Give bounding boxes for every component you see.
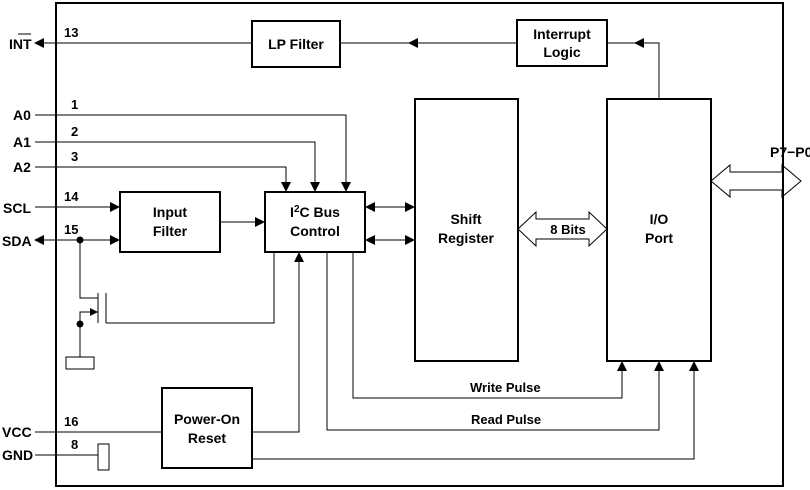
eight-bit-bus-label: 8 Bits bbox=[550, 222, 585, 237]
pin-label-int: INT bbox=[9, 36, 32, 52]
pin-label-sda: SDA bbox=[2, 233, 32, 249]
power-on-reset-block bbox=[161, 387, 253, 469]
pin-number-a1: 2 bbox=[71, 124, 78, 139]
interrupt-logic-label-line2: Logic bbox=[543, 44, 581, 60]
write-pulse-label: Write Pulse bbox=[470, 380, 541, 395]
i2c-shift-arrow-left-2-icon bbox=[365, 235, 375, 245]
read-pulse-wire bbox=[326, 252, 660, 431]
i2c-bus-control-block bbox=[264, 191, 366, 253]
io-port-label-line2: Port bbox=[645, 230, 673, 246]
pin-number-scl: 14 bbox=[64, 189, 79, 204]
input-filter-label-line2: Filter bbox=[153, 223, 188, 239]
por-to-i2c-arrow-icon bbox=[294, 252, 304, 262]
lp-filter-label: LP Filter bbox=[268, 36, 324, 52]
read-pulse-label: Read Pulse bbox=[471, 412, 541, 427]
gate-drive-wire bbox=[106, 252, 275, 324]
shift-register-label-line2: Register bbox=[438, 230, 495, 246]
pin-number-vcc: 16 bbox=[64, 414, 78, 429]
shift-register-block bbox=[414, 98, 519, 362]
i2c-shift-arrow-right-2-icon bbox=[405, 235, 415, 245]
device-outline bbox=[55, 2, 784, 487]
i2c-rest: C Bus bbox=[300, 204, 341, 220]
pin-number-sda: 15 bbox=[64, 222, 78, 237]
filter-to-i2c-arrow-icon bbox=[255, 217, 265, 227]
eight-bit-bus-arrow-icon bbox=[517, 210, 608, 248]
io-port-label-line1: I/O bbox=[650, 211, 669, 227]
int-arrow-out-icon bbox=[34, 38, 44, 48]
sda-ground-symbol-icon bbox=[65, 356, 95, 370]
interrupt-logic-label-line1: Interrupt bbox=[533, 26, 591, 42]
shift-register-label-line1: Shift bbox=[450, 211, 481, 227]
transistor-source-wire bbox=[79, 311, 98, 357]
interrupt-to-lp-arrow-icon bbox=[408, 38, 418, 48]
pin-label-vcc: VCC bbox=[2, 424, 32, 440]
write-pulse-wire bbox=[352, 252, 623, 399]
pin-label-a0: A0 bbox=[13, 107, 31, 123]
sda-drain-wire bbox=[79, 240, 98, 299]
io-to-interrupt-arrow-icon bbox=[634, 38, 644, 48]
pin-number-a0: 1 bbox=[71, 97, 78, 112]
pin-label-gnd: GND bbox=[2, 447, 33, 463]
i2c-bus-control-label-line1: I2C Bus bbox=[290, 204, 340, 220]
a2-arrow-icon bbox=[281, 182, 291, 192]
sda-arrow-out-icon bbox=[34, 235, 44, 245]
a1-wire bbox=[35, 141, 316, 182]
input-filter-block bbox=[119, 191, 221, 253]
transistor-node-dot-icon bbox=[76, 320, 84, 328]
pin-label-a1: A1 bbox=[13, 134, 31, 150]
write-pulse-arrow-icon bbox=[617, 361, 627, 371]
power-on-reset-label-line2: Reset bbox=[188, 430, 226, 446]
a0-wire bbox=[35, 114, 347, 182]
port-bus-arrow-icon bbox=[710, 163, 802, 199]
sda-arrow-in-icon bbox=[110, 235, 120, 245]
power-on-reset-label-line1: Power-On bbox=[174, 411, 240, 427]
por-to-i2c-wire bbox=[252, 262, 300, 433]
input-filter-label-line1: Input bbox=[153, 204, 188, 220]
pin-label-port: P7−P0 bbox=[770, 144, 810, 160]
lp-filter-block bbox=[251, 20, 341, 68]
a1-arrow-icon bbox=[310, 182, 320, 192]
i2c-shift-arrow-right-1-icon bbox=[405, 202, 415, 212]
a2-wire bbox=[35, 166, 287, 182]
i2c-bus-control-label-line2: Control bbox=[290, 223, 340, 239]
por-to-io-wire bbox=[252, 371, 695, 460]
pin-label-scl: SCL bbox=[3, 200, 31, 216]
a0-arrow-icon bbox=[341, 182, 351, 192]
i2c-shift-arrow-left-1-icon bbox=[365, 202, 375, 212]
pin-number-int: 13 bbox=[64, 25, 78, 40]
i2c-superscript: 2 bbox=[294, 204, 300, 215]
i2c-i: I bbox=[290, 204, 294, 220]
pin-number-a2: 3 bbox=[71, 149, 78, 164]
read-pulse-arrow-icon bbox=[654, 361, 664, 371]
pin-label-a2: A2 bbox=[13, 159, 31, 175]
gnd-symbol-icon bbox=[97, 443, 110, 471]
transistor-arrow-icon bbox=[90, 308, 98, 316]
io-to-interrupt-wire bbox=[607, 42, 660, 99]
por-to-io-arrow-icon bbox=[689, 361, 699, 371]
pin-number-gnd: 8 bbox=[71, 437, 78, 452]
scl-arrow-icon bbox=[110, 202, 120, 212]
